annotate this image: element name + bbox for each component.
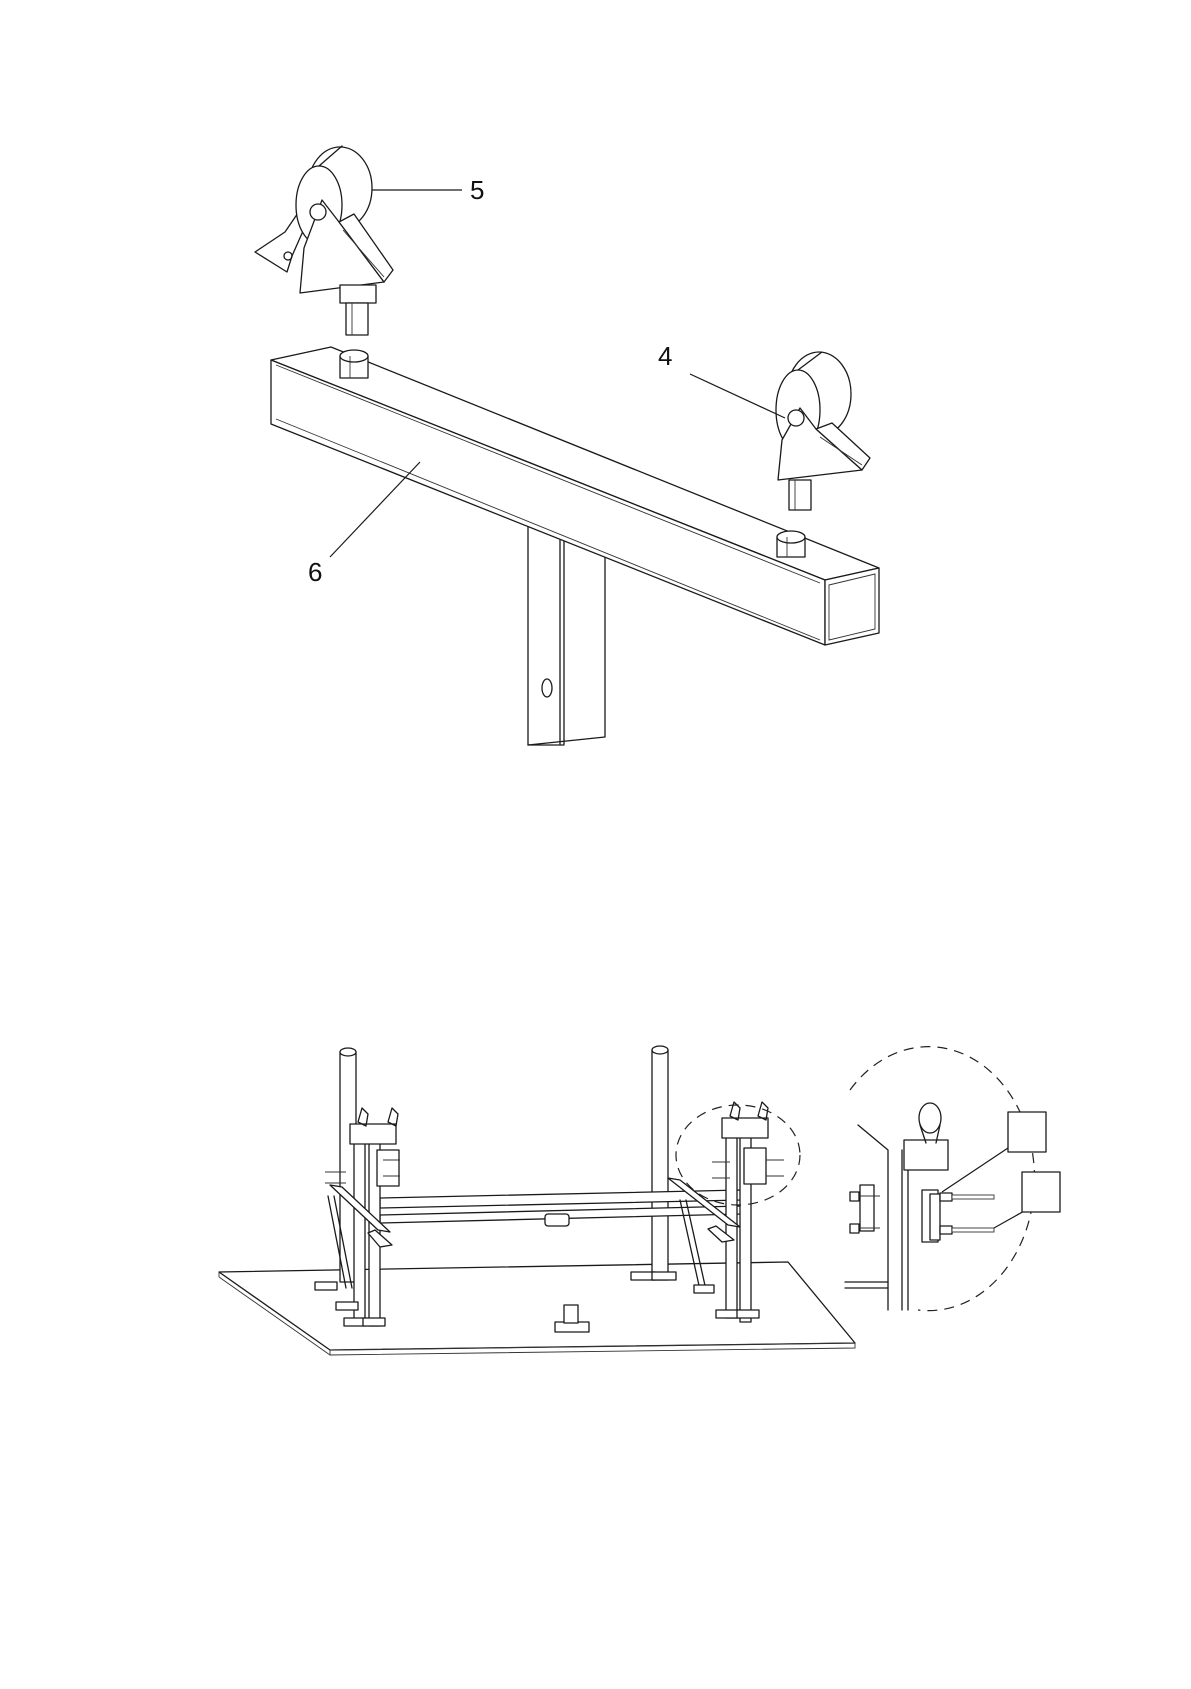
base-plate [219, 1262, 855, 1350]
nut-right [777, 531, 805, 557]
vertical-post [528, 525, 605, 745]
frame-assembly-figure [219, 1046, 855, 1355]
roller-5 [255, 146, 393, 335]
tall-post-right [652, 1046, 668, 1280]
t-beam-assembly-figure: 5 4 6 [255, 146, 879, 745]
callout-6-label: 6 [308, 557, 322, 587]
callout-4-label: 4 [658, 341, 672, 371]
center-bracket [545, 1214, 569, 1226]
leader-line-4 [690, 374, 785, 418]
detail-view [845, 1047, 1060, 1311]
nut-left [340, 350, 368, 378]
detail-leader-upper [942, 1148, 1008, 1192]
leader-line-6 [330, 462, 420, 557]
detail-label-box-lower [1022, 1172, 1060, 1212]
callout-5-label: 5 [470, 175, 484, 205]
detail-label-box-upper [1008, 1112, 1046, 1152]
roller-4 [776, 352, 870, 510]
detail-leader-lower [994, 1210, 1026, 1228]
detail-circle [850, 1047, 1035, 1311]
